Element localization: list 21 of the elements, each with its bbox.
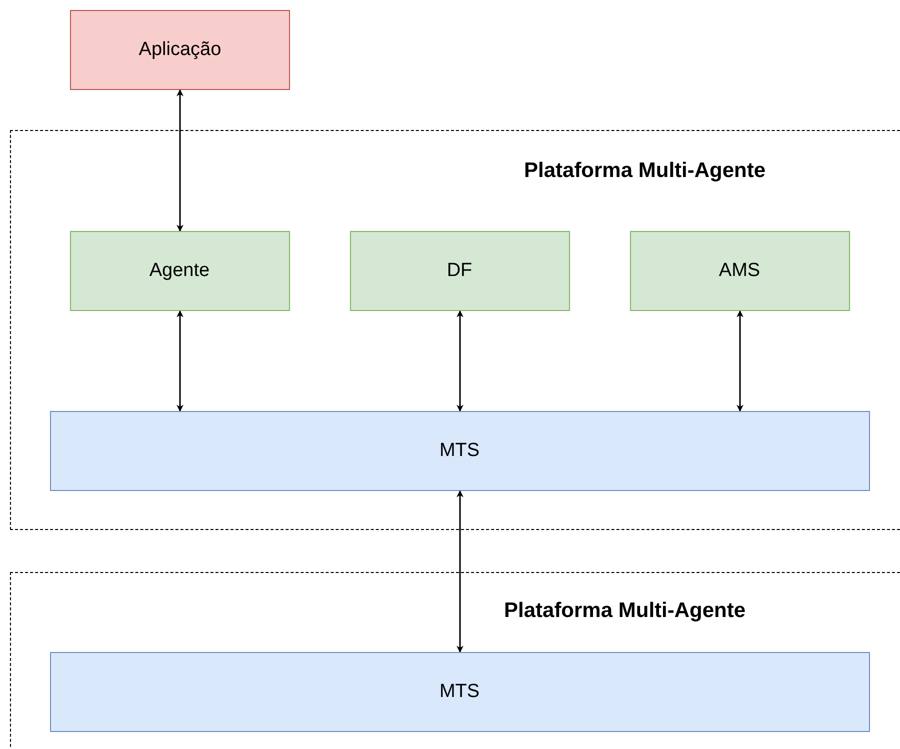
container-title: Plataforma Multi-Agente xyxy=(524,159,766,183)
box-label: Agente xyxy=(149,260,210,282)
agent-box xyxy=(70,230,290,310)
platform-container xyxy=(10,130,900,530)
box-label: DF xyxy=(446,260,472,282)
double-arrow xyxy=(456,310,464,412)
box-label: Aplicação xyxy=(138,39,222,61)
df-box xyxy=(350,230,570,310)
box-label: MTS xyxy=(439,680,480,702)
double-arrow xyxy=(736,310,744,412)
double-arrow xyxy=(176,89,184,232)
platform-container xyxy=(10,572,900,749)
double-arrow xyxy=(176,310,184,412)
ams-box xyxy=(630,230,850,310)
application-box xyxy=(70,10,290,90)
mts-box xyxy=(50,410,870,490)
mts-box xyxy=(50,652,870,732)
box-label: MTS xyxy=(439,440,480,462)
double-arrow xyxy=(456,490,464,653)
container-title: Plataforma Multi-Agente xyxy=(504,599,746,623)
box-label: AMS xyxy=(718,260,760,282)
